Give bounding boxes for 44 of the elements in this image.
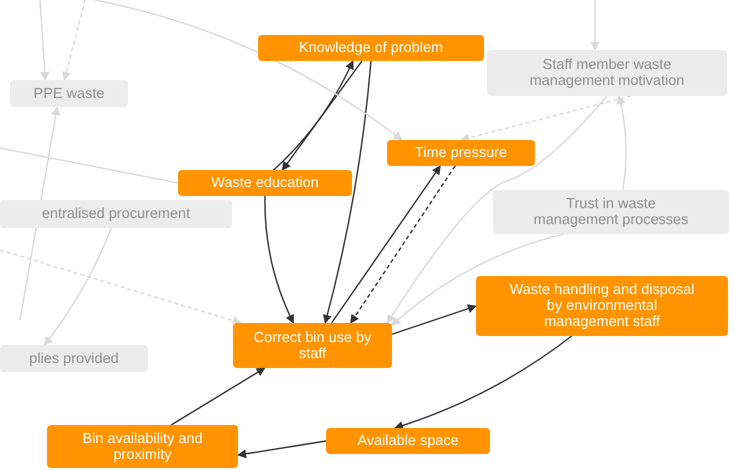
arrow	[94, 0, 403, 141]
arrow	[350, 166, 456, 324]
factor-label: Correct bin use by staff	[253, 330, 372, 362]
factor-label: plies provided	[29, 350, 119, 366]
arrow	[237, 440, 326, 458]
arrow	[386, 96, 608, 324]
factor-box	[47, 425, 238, 468]
factor-box	[487, 50, 727, 96]
factor-box	[10, 80, 128, 107]
arrow	[322, 60, 372, 324]
factor-label: Knowledge of problem	[298, 40, 444, 56]
arrow	[273, 60, 354, 171]
factor-label: Waste handling and disposal by environmental management staff	[508, 282, 696, 330]
factor-label: Trust in waste management processes	[532, 196, 690, 228]
arrow	[282, 60, 363, 171]
factor-box	[0, 200, 232, 228]
factor-label: Available space	[357, 433, 459, 449]
arrow	[39, 0, 50, 81]
factor-label: PPE waste	[34, 86, 104, 102]
factor-label: Waste education	[211, 175, 319, 191]
factor-label: Staff member waste management motivation	[528, 57, 686, 89]
factor-box	[326, 428, 490, 454]
factor-box	[258, 35, 484, 61]
factor-box	[233, 323, 392, 368]
factor-label: entralised procurement	[42, 206, 190, 222]
arrow	[394, 335, 572, 430]
factor-label: Bin availability and proximity	[81, 430, 204, 462]
arrow	[170, 367, 266, 426]
arrow	[62, 0, 86, 81]
arrow	[44, 228, 112, 346]
arrow	[392, 304, 477, 335]
factor-box	[178, 170, 352, 196]
factor-label: Time pressure	[414, 145, 508, 161]
factor-box	[493, 190, 729, 234]
arrow	[0, 249, 242, 325]
factor-box	[387, 140, 535, 166]
arrow	[331, 165, 441, 324]
arrow	[391, 233, 564, 326]
arrow	[460, 95, 632, 142]
arrow	[264, 196, 294, 324]
arrow	[590, 0, 600, 51]
factor-box	[0, 345, 148, 372]
factor-box	[476, 276, 728, 336]
arrow	[616, 95, 627, 190]
